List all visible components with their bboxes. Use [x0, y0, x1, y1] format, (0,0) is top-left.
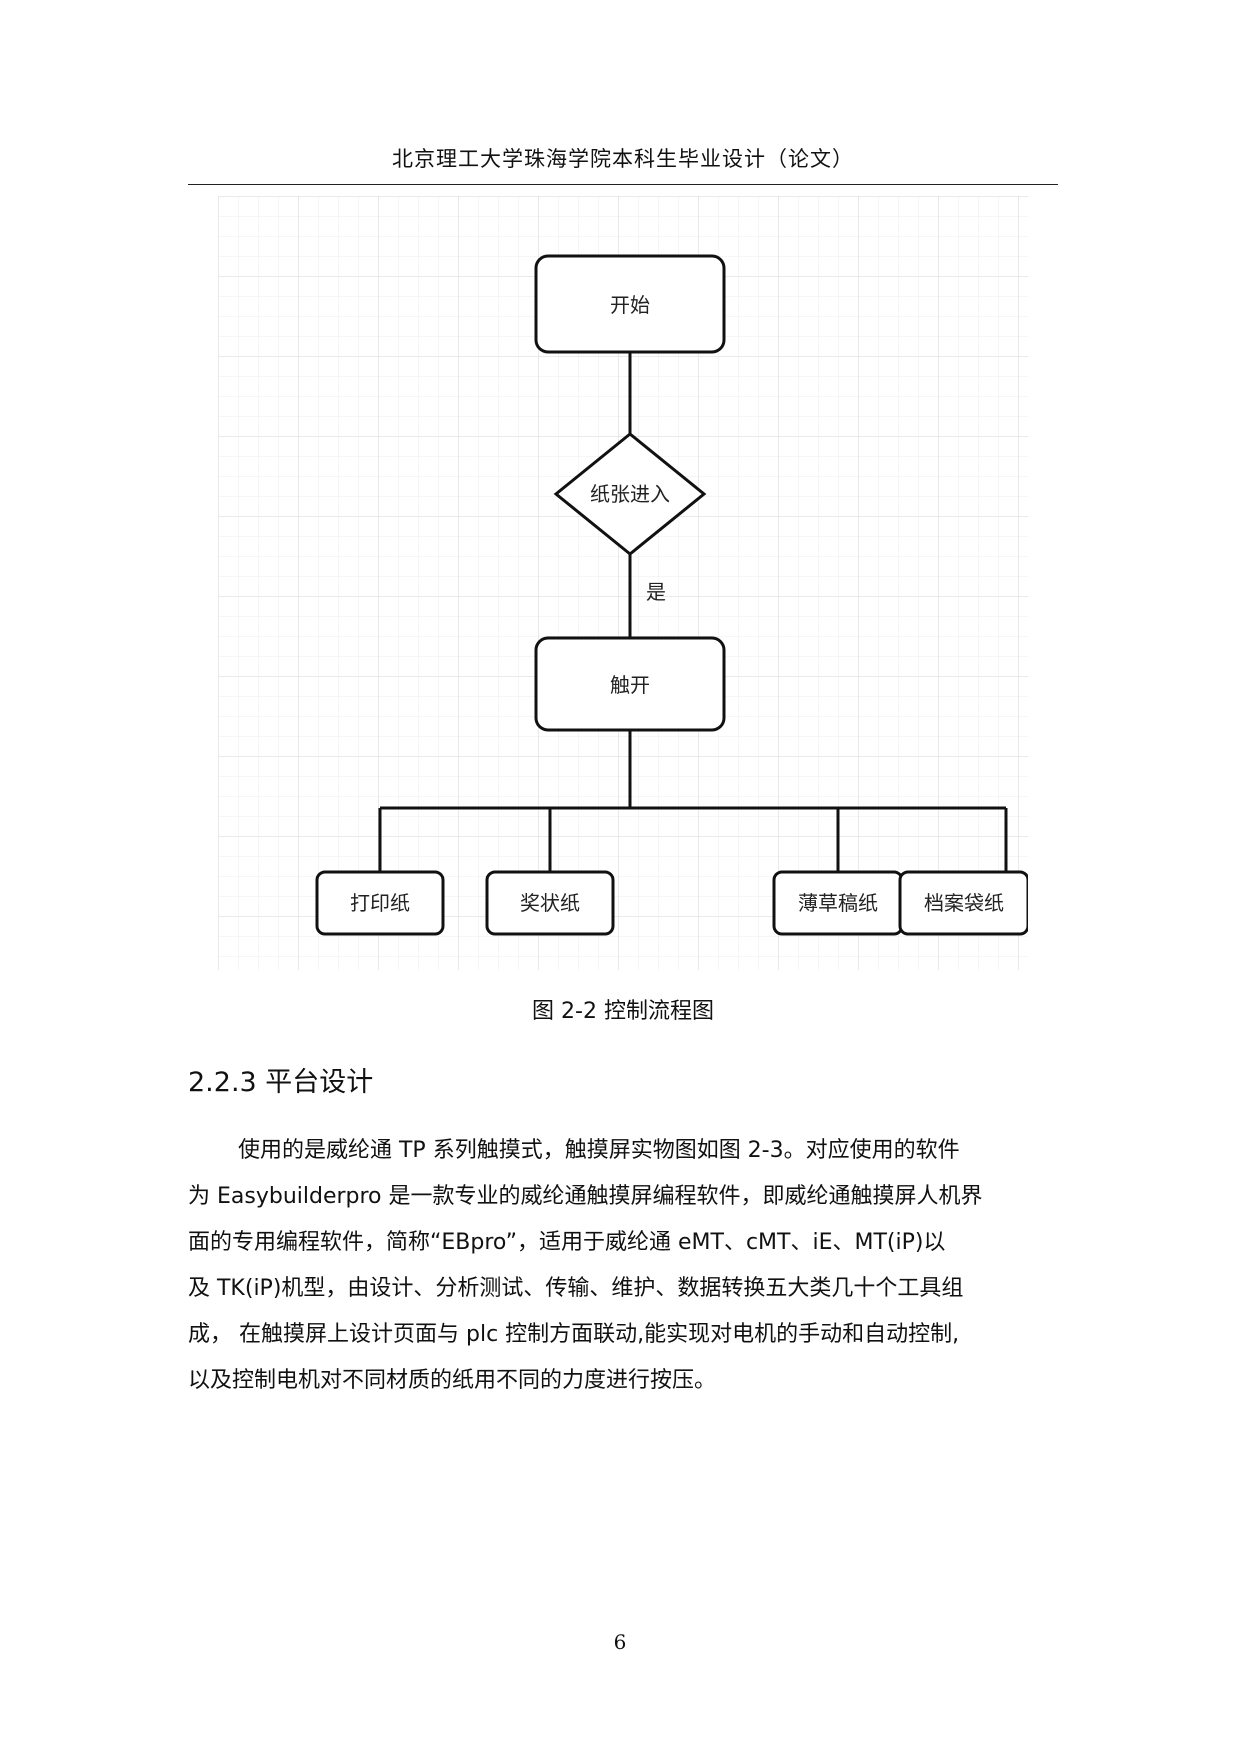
paper-node-1 — [315, 870, 445, 936]
paper-node-2-label: 奖状纸 — [520, 891, 580, 915]
body-line: 成， 在触摸屏上设计页面与 plc 控制方面联动,能实现对电机的手动和自动控制, — [188, 1322, 960, 1347]
body-line: 为 Easybuilderpro 是一款专业的威纶通触摸屏编程软件，即威纶通触摸… — [188, 1184, 983, 1209]
trigger-node-label: 触开 — [610, 673, 650, 697]
trigger-node — [534, 636, 726, 732]
decision-node — [553, 432, 707, 556]
flowchart-figure: 开始 纸张进入 是 触开 打印纸 奖状纸 薄草稿纸 档案袋纸 — [218, 196, 1028, 970]
body-line: 使用的是威纶通 TP 系列触摸式，触摸屏实物图如图 2-3。对应使用的软件 — [238, 1138, 960, 1163]
body-paragraph: 使用的是威纶通 TP 系列触摸式，触摸屏实物图如图 2-3。对应使用的软件 为 … — [188, 1128, 1058, 1404]
paper-node-1-label: 打印纸 — [350, 891, 410, 915]
start-node-label: 开始 — [610, 293, 650, 317]
body-line: 面的专用编程软件，简称“EBpro”，适用于威纶通 eMT、cMT、iE、MT(… — [188, 1230, 946, 1255]
connectors — [378, 352, 1008, 872]
flowchart-diagram: 开始 纸张进入 是 触开 打印纸 奖状纸 薄草稿纸 档案袋纸 — [218, 196, 1028, 970]
yes-label: 是 — [646, 580, 666, 604]
paper-node-4 — [898, 870, 1028, 936]
header-rule — [188, 184, 1058, 185]
page-number: 6 — [613, 1630, 627, 1654]
decision-node-label: 纸张进入 — [590, 482, 670, 506]
paper-node-2 — [485, 870, 615, 936]
body-line: 及 TK(iP)机型，由设计、分析测试、传输、维护、数据转换五大类几十个工具组 — [188, 1276, 964, 1301]
paper-node-4-label: 档案袋纸 — [924, 891, 1004, 915]
figure-caption: 图 2-2 控制流程图 — [532, 999, 714, 1024]
section-heading: 2.2.3 平台设计 — [188, 1067, 374, 1098]
body-line: 以及控制电机对不同材质的纸用不同的力度进行按压。 — [188, 1368, 717, 1393]
paper-node-3-label: 薄草稿纸 — [798, 891, 878, 915]
running-header: 北京理工大学珠海学院本科生毕业设计（论文） — [392, 147, 854, 171]
start-node — [534, 254, 726, 354]
